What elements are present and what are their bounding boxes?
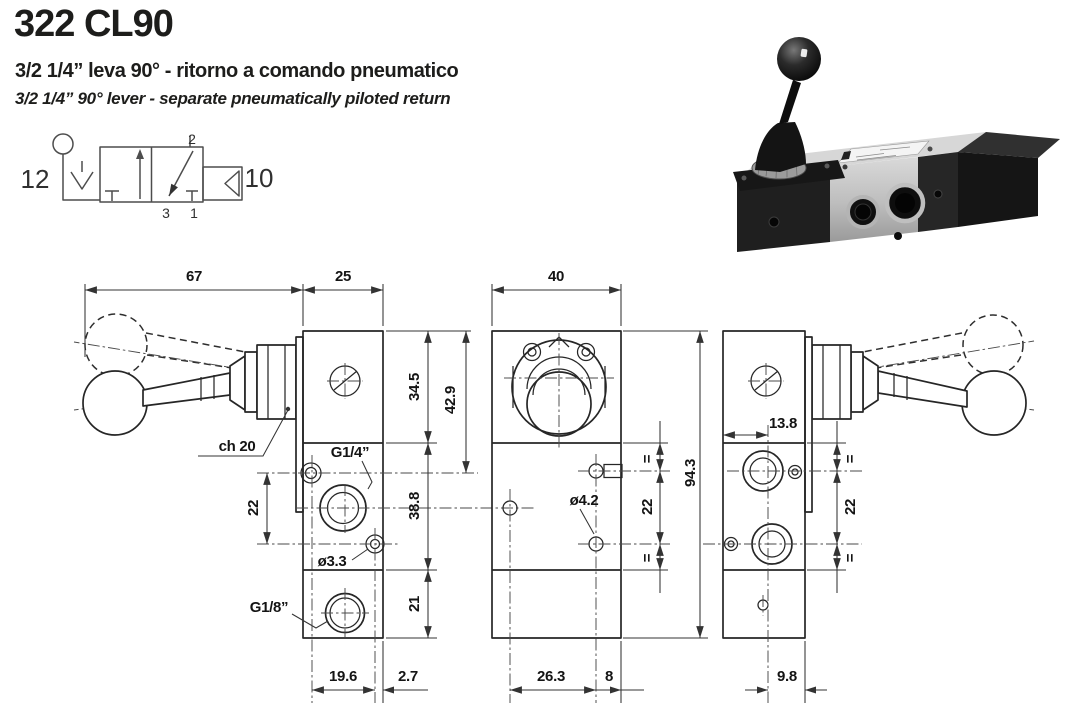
header: 322 CL90 3/2 1/4” leva 90° - ritorno a c… (14, 3, 459, 109)
lever-ball (82, 370, 148, 436)
product-photo (733, 37, 1060, 252)
dim-hole-offset: 26.3 (537, 668, 565, 685)
drawing-side-right: 13.8 = 22 = 9.8 (703, 314, 1035, 703)
dim-hole-spacing: 22 (245, 500, 262, 516)
dim-top-height: 34.5 (406, 373, 423, 401)
hex-nut (811, 344, 852, 420)
pilot-label-12: 12 (21, 164, 50, 194)
dim-edge-offset: 2.7 (398, 668, 418, 685)
port-label-3: 3 (162, 205, 170, 221)
dim-total-height: 94.3 (682, 459, 699, 487)
hex-nut (256, 344, 297, 420)
blocked-port-icon (105, 190, 119, 201)
dim-hole-spacing: 22 (639, 499, 656, 515)
equal-mark-bottom: = (639, 553, 656, 562)
dim-body-depth: 25 (335, 268, 351, 285)
label-port-g18: G1/8” (250, 599, 289, 616)
pneumatic-pilot-icon (224, 170, 240, 197)
dim-hole-offset: 19.6 (329, 668, 357, 685)
equal-mark-top: = (639, 454, 656, 463)
pilot-box (202, 166, 243, 201)
lever-knob-icon (52, 133, 74, 155)
dim-lever-length: 67 (186, 268, 202, 285)
lever-shaft (142, 372, 231, 407)
lever-ball (777, 37, 821, 81)
lever-ball-dashed (962, 314, 1024, 376)
page-title: 322 CL90 (14, 3, 174, 45)
drawing-side-left: 67 25 34.5 42.9 ch 20 G1/4” 22 38.8 ø3.3… (73, 268, 534, 703)
label-hole-dia: ø3.3 (318, 553, 347, 570)
dim-mid-height: 38.8 (406, 492, 423, 520)
valve-body-outline (491, 330, 622, 639)
flow-arrow-diagonal (168, 150, 194, 197)
dim-port-offset: 13.8 (769, 415, 797, 432)
dim-axis-height: 42.9 (442, 386, 459, 414)
label-port-g14: G1/4” (331, 444, 370, 461)
valve-body-outline (722, 330, 806, 639)
valve-body-outline (302, 330, 384, 639)
dim-body-width: 40 (548, 268, 564, 285)
lever-cone (755, 122, 806, 172)
equal-mark-bottom: = (842, 553, 859, 562)
dim-bottom-height: 21 (406, 596, 423, 612)
pilot-label-10: 10 (245, 163, 274, 193)
label-hex-size: ch 20 (219, 438, 256, 455)
drawing-front: 40 ø4.2 = 22 = 94.3 26.3 8 (491, 268, 708, 703)
dim-hole-spacing: 22 (842, 499, 859, 515)
blocked-port-icon (186, 190, 198, 201)
dim-edge-offset: 9.8 (777, 668, 797, 685)
lever-detent-icon (70, 171, 94, 190)
subtitle-english: 3/2 1/4” 90° lever - separate pneumatica… (15, 88, 451, 108)
lever-ball (961, 370, 1027, 436)
pneumatic-symbol: 12 10 2 3 1 (21, 131, 274, 221)
dim-edge-offset: 8 (605, 668, 613, 685)
flow-arrow-up (136, 149, 144, 159)
brand-logo (841, 151, 851, 160)
lever-shaft (877, 370, 968, 408)
port-label-2: 2 (188, 131, 196, 147)
lever-stem (779, 80, 801, 124)
label-hole-dia: ø4.2 (570, 492, 599, 509)
equal-mark-top: = (842, 454, 859, 463)
port-label-1: 1 (190, 205, 198, 221)
subtitle-italian: 3/2 1/4” leva 90° - ritorno a comando pn… (15, 59, 459, 82)
